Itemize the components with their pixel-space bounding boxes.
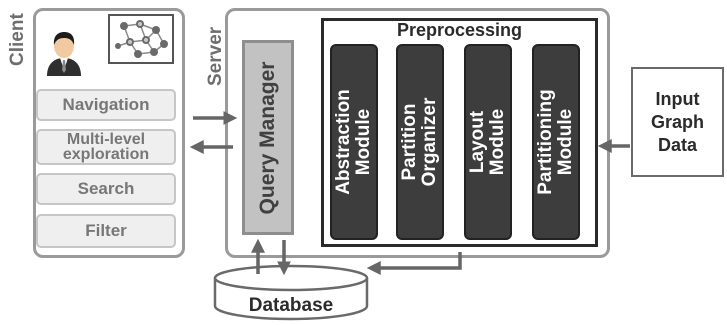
query-manager-box: Query Manager [242,40,294,235]
arrow-preprocessing-to-db [366,252,462,275]
database-label: Database [248,295,334,316]
search-button[interactable]: Search [36,173,176,205]
input-line-2: Graph [650,111,704,132]
input-line-1: Input [655,88,700,109]
filter-button[interactable]: Filter [36,214,176,248]
multi-level-line-2: exploration [62,146,150,163]
multi-level-line-1: Multi-level [66,131,146,148]
preprocessing-title: Preprocessing [396,20,523,40]
partitioning-module: Partitioning Module [532,44,580,240]
user-avatar-icon [47,32,81,76]
navigation-label: Navigation [62,95,150,114]
abstraction-module: Abstraction Module [330,44,378,240]
input-line-3: Data [657,134,697,155]
multi-level-exploration-label: Multi-level exploration [62,131,150,163]
search-label: Search [77,179,135,198]
layout-module: Layout Module [464,44,512,240]
graph-thumbnail-icon [108,14,174,64]
database-cylinder [213,264,369,321]
multi-level-exploration-button[interactable]: Multi-level exploration [36,129,176,165]
navigation-button[interactable]: Navigation [36,89,176,121]
filter-label: Filter [85,221,127,240]
input-graph-data-box: Input Graph Data [631,67,724,177]
partition-organizer-module: Partition Organizer [396,44,444,240]
